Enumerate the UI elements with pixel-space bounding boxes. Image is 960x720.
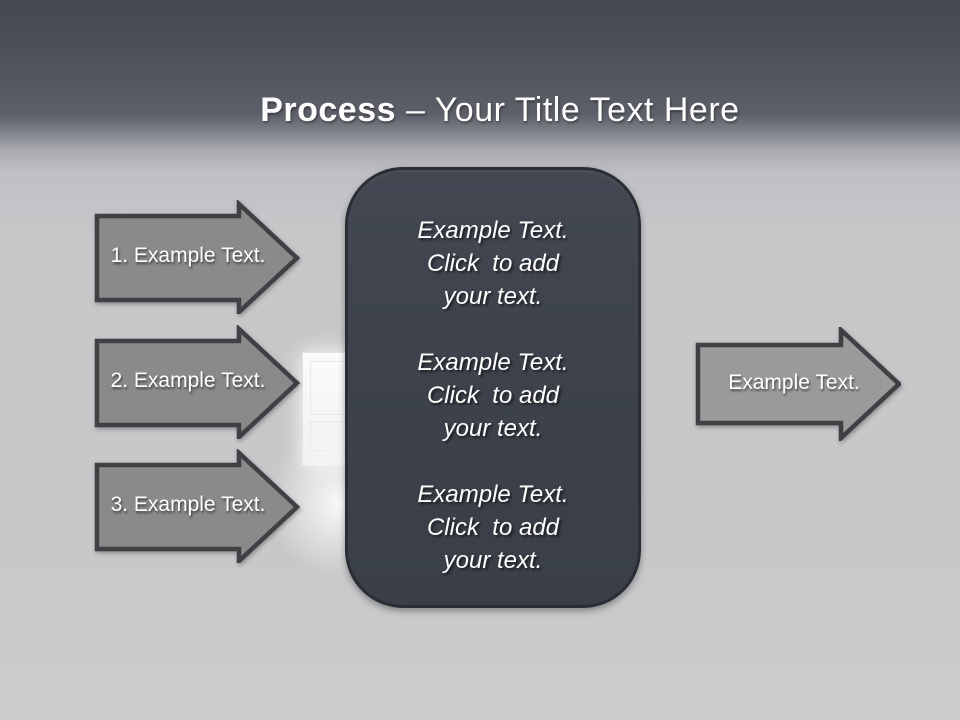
panel-text-area: Example Text. Click to add your text. Ex…	[348, 214, 638, 577]
panel-text-line: your text.	[443, 415, 543, 442]
slide-title-rest: – Your Title Text Here	[396, 91, 740, 129]
panel-text-line: Example Text.	[417, 217, 569, 244]
right-arrow-shape	[695, 327, 901, 441]
panel-text-line: your text.	[443, 283, 543, 310]
panel-text-line: Click to add	[426, 382, 560, 409]
panel-text-block-1[interactable]: Example Text. Click to add your text.	[417, 214, 568, 313]
arrow-label: 2. Example Text.	[110, 369, 266, 392]
process-arrow-result[interactable]: Example Text.	[695, 327, 901, 441]
slide-title-emphasis: Process	[260, 91, 397, 129]
right-arrow-shape	[94, 449, 300, 563]
arrow-label: Example Text.	[728, 371, 860, 394]
arrow-label: 1. Example Text.	[110, 244, 266, 267]
panel-text-line: Example Text.	[417, 481, 569, 508]
panel-text-block-2[interactable]: Example Text. Click to add your text.	[417, 346, 568, 445]
right-arrow-shape	[94, 200, 300, 314]
process-arrow-step-2[interactable]: 2. Example Text.	[94, 325, 300, 439]
center-text-panel[interactable]: Example Text. Click to add your text. Ex…	[345, 167, 641, 608]
door-upper-panel	[310, 361, 346, 415]
panel-text-line: Click to add	[426, 514, 560, 541]
process-arrow-step-1[interactable]: 1. Example Text.	[94, 200, 300, 314]
process-arrow-step-3[interactable]: 3. Example Text.	[94, 449, 300, 563]
panel-text-block-3[interactable]: Example Text. Click to add your text.	[417, 478, 568, 577]
right-arrow-shape	[94, 325, 300, 439]
panel-text-line: Example Text.	[417, 349, 569, 376]
panel-text-line: Click to add	[426, 250, 560, 277]
panel-text-line: your text.	[443, 547, 543, 574]
slide-title[interactable]: Process – Your Title Text Here	[0, 52, 960, 169]
arrow-label: 3. Example Text.	[110, 493, 266, 516]
